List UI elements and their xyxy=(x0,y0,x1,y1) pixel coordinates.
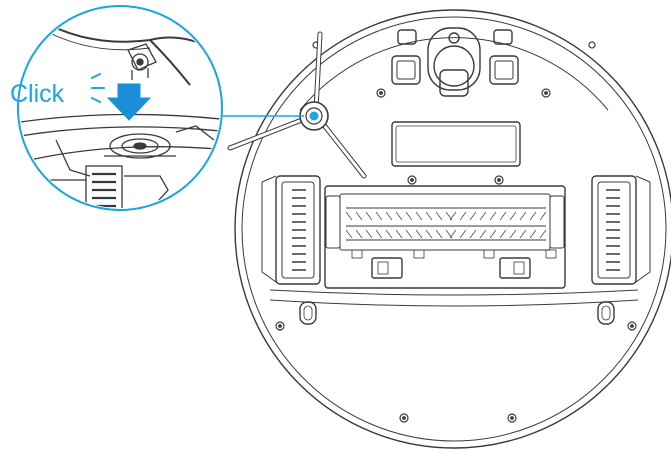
robot-vacuum-bottom-view xyxy=(234,9,671,449)
screw xyxy=(627,321,637,331)
battery-cover xyxy=(391,121,521,167)
screw xyxy=(275,321,285,331)
robot-top-arc xyxy=(299,37,609,111)
charging-contact-left xyxy=(299,301,317,325)
callout-socket xyxy=(104,133,176,159)
screw xyxy=(399,413,409,423)
zoom-callout: Click xyxy=(10,5,304,211)
caster-wheel xyxy=(427,27,481,97)
sound-lines-icon xyxy=(91,73,105,103)
brush-bristles xyxy=(345,211,547,239)
main-brush-assembly xyxy=(324,185,566,289)
robot-inner-rim xyxy=(241,16,667,442)
screw xyxy=(494,175,504,185)
screw xyxy=(376,88,386,98)
clip-left xyxy=(397,29,417,45)
charging-contact-right xyxy=(597,301,615,325)
robot-chassis-line-2 xyxy=(269,299,639,307)
screw xyxy=(541,88,551,98)
sensor-pad-left xyxy=(391,55,421,85)
side-brush xyxy=(227,31,367,179)
down-arrow-icon xyxy=(106,83,152,121)
side-brush-hub xyxy=(309,111,319,121)
screw xyxy=(507,413,517,423)
callout-wheel-segment xyxy=(85,165,123,208)
screw xyxy=(407,175,417,185)
callout-brush-hub xyxy=(127,43,157,80)
right-drive-wheel xyxy=(591,175,651,285)
sensor-pad-right xyxy=(489,55,519,85)
left-drive-wheel xyxy=(261,175,321,285)
clip-right xyxy=(493,29,513,45)
screw xyxy=(588,41,596,49)
robot-outer-rim xyxy=(234,9,671,449)
click-label: Click xyxy=(10,80,65,108)
screws xyxy=(275,41,637,423)
robot-chassis-line xyxy=(269,289,639,296)
